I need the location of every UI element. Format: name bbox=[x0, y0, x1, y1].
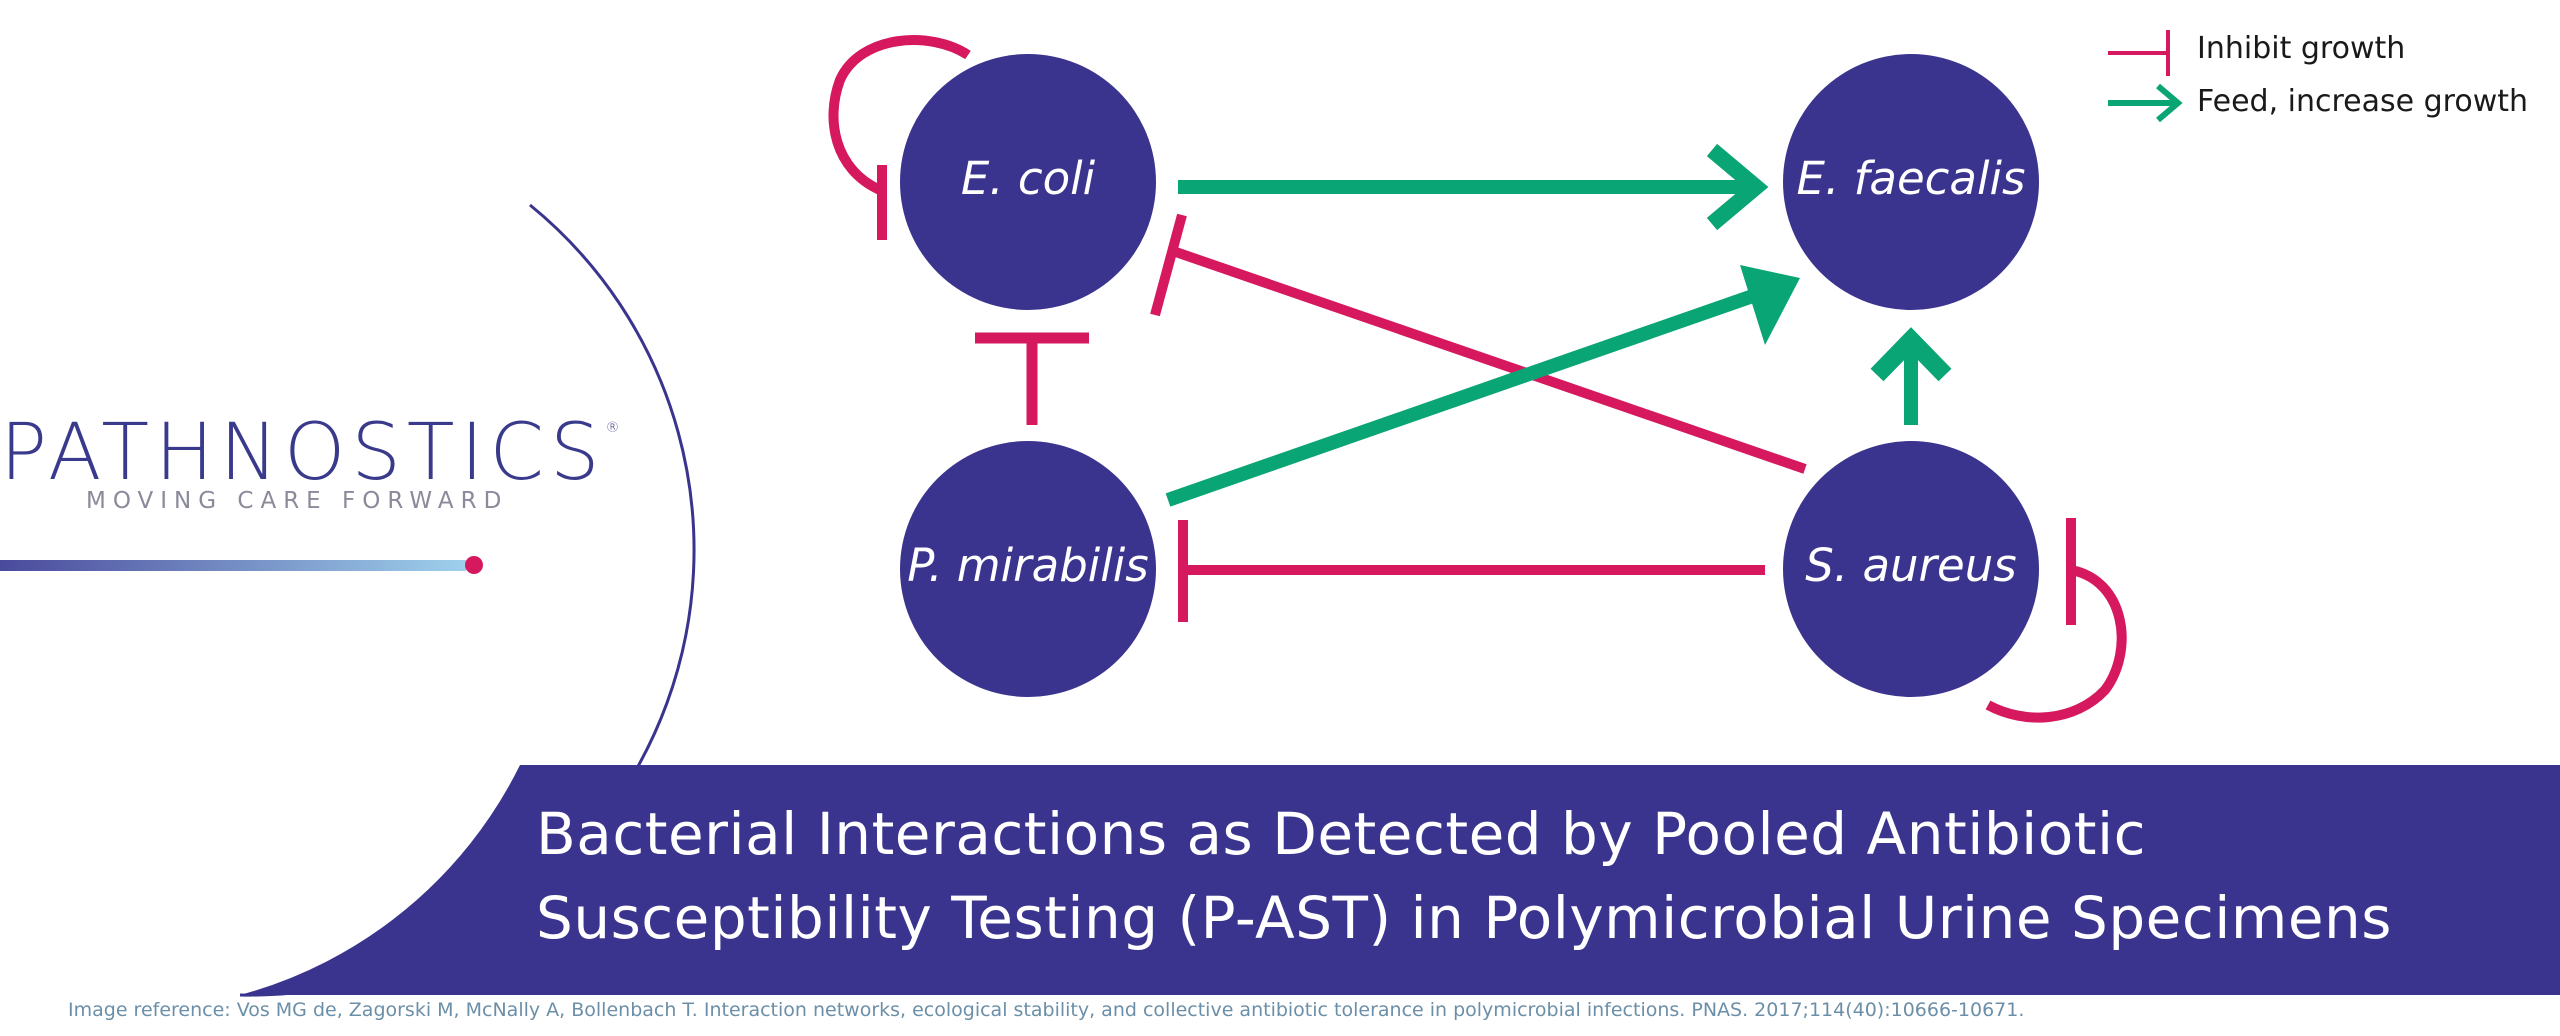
legend-inhibit-label: Inhibit growth bbox=[2197, 31, 2406, 66]
node-efaecalis bbox=[1783, 54, 2039, 310]
image-reference: Image reference: Vos MG de, Zagorski M, … bbox=[68, 999, 2025, 1021]
edge-ecoli-to-efaecalis-feed bbox=[1178, 143, 1769, 231]
node-label-ecoli: E. coli bbox=[960, 152, 1096, 205]
node-label-efaecalis: E. faecalis bbox=[1796, 152, 2026, 205]
logo-red-dot bbox=[465, 556, 483, 574]
title-line-1: Bacterial Interactions as Detected by Po… bbox=[536, 800, 2147, 868]
logo-text: PATHNOSTICS bbox=[0, 408, 606, 498]
legend-feed-label: Feed, increase growth bbox=[2197, 84, 2529, 119]
edge-saureus-to-pmirabilis-inhibit bbox=[1178, 520, 1765, 622]
logo-tagline: MOVING CARE FORWARD bbox=[86, 488, 509, 514]
node-label-saureus: S. aureus bbox=[1805, 539, 2017, 592]
edge-saureus-to-efaecalis-feed bbox=[1870, 327, 1952, 425]
logo-gradient-bar bbox=[0, 560, 466, 571]
node-saureus bbox=[1783, 441, 2039, 697]
legend-feed-symbol bbox=[2108, 83, 2183, 123]
edge-ecoli-self-inhibit bbox=[828, 35, 971, 240]
node-pmirabilis bbox=[900, 441, 1156, 697]
edge-pmirabilis-to-ecoli-inhibit bbox=[975, 332, 1089, 425]
edge-pmirabilis-to-efaecalis-feed bbox=[1165, 265, 1800, 507]
title-line-2: Susceptibility Testing (P-AST) in Polymi… bbox=[536, 884, 2393, 952]
registered-mark: ® bbox=[605, 420, 620, 436]
legend-inhibit-symbol bbox=[2108, 30, 2170, 76]
edge-saureus-to-ecoli-inhibit bbox=[1150, 213, 1807, 474]
logo-wordmark: PATHNOSTICS® bbox=[0, 408, 620, 498]
edge-saureus-self-inhibit bbox=[1985, 518, 2127, 723]
node-ecoli bbox=[900, 54, 1156, 310]
node-label-pmirabilis: P. mirabilis bbox=[907, 539, 1149, 592]
title-banner bbox=[240, 765, 2560, 995]
